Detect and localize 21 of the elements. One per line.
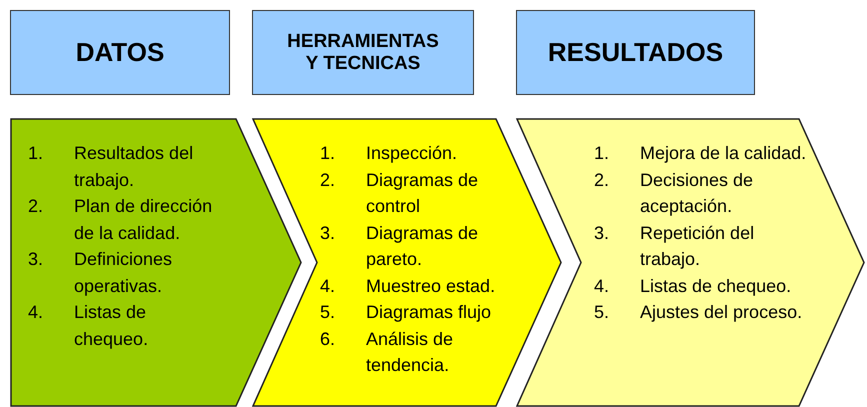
- list-item: 4. Listas de chequeo.: [594, 274, 792, 298]
- list-item: 2. Diagramas de control: [320, 168, 480, 218]
- list-item: 4. Listas de chequeo.: [28, 301, 150, 351]
- header-title: HERRAMIENTAS Y TECNICAS: [286, 30, 440, 74]
- list-item: 2. Plan de dirección de la calidad.: [28, 195, 214, 244]
- header-box: [252, 10, 474, 95]
- list-item: 3. Repetición del trabajo.: [594, 222, 756, 271]
- header-title: RESULTADOS: [548, 37, 724, 68]
- list-item: 3. Diagramas de pareto.: [320, 222, 480, 271]
- list-item: 1. Inspección.: [320, 142, 458, 165]
- header-title: DATOS: [76, 37, 164, 68]
- list-item: 4. Muestreo estad.: [320, 274, 496, 298]
- list-item: 1. Resultados del trabajo.: [28, 142, 194, 192]
- header-box: [516, 10, 755, 95]
- list-item: 1. Mejora de la calidad.: [594, 142, 808, 165]
- list-item: 5. Diagramas flujo: [320, 301, 492, 324]
- list-item: 3. Definiciones operativas.: [28, 248, 174, 298]
- list-item: 6. Análisis de tendencia.: [320, 328, 454, 377]
- header-box: [10, 10, 230, 95]
- list-item: 2. Decisiones de aceptación.: [594, 168, 754, 218]
- list-item: 5. Ajustes del proceso.: [594, 301, 804, 324]
